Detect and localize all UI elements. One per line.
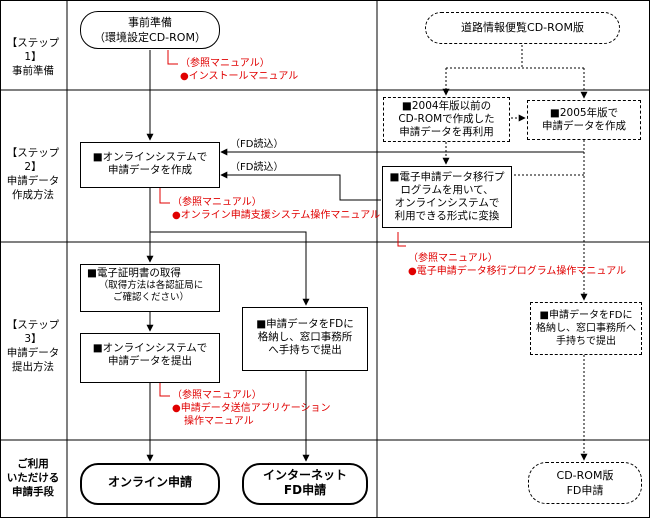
node-text: オンライン申請: [107, 475, 192, 489]
node-text: ログラムを用いて、: [400, 184, 494, 196]
node-text: へ手持ちで提出: [268, 344, 342, 356]
step2-label: 【ステップ2】 申請データ 作成方法: [2, 146, 64, 202]
node-text: ■申請データをFDに: [539, 310, 633, 321]
step-tag: 【ステップ1】: [6, 37, 60, 63]
convert-node: ■電子申請データ移行プ ログラムを用いて、 オンラインシステムで 利用できる形式…: [382, 166, 512, 228]
online-submit-node: ■オンラインシステムで 申請データを提出: [80, 333, 220, 383]
online-create-node: ■オンラインシステムで 申請データを作成: [80, 142, 220, 188]
node-subtext: （取得方法は各認証局に: [98, 280, 204, 291]
node-text: インターネット: [262, 468, 347, 482]
step-tag: 【ステップ2】: [6, 147, 60, 173]
node-text: ■オンラインシステムで: [92, 151, 208, 163]
node-subtext: ご確認ください）: [112, 292, 189, 303]
reference-install: （参照マニュアル） ●インストールマニュアル: [180, 57, 298, 83]
ref-connector-3: [397, 232, 406, 247]
node-text: FD申請: [566, 484, 604, 497]
old-data-node: ■2004年版以前の CD-ROMで作成した 申請データを再利用: [383, 97, 510, 142]
reference-item[interactable]: ●申請データ送信アプリケーション: [172, 403, 331, 414]
node-text: CD-ROM版: [556, 469, 614, 482]
reference-online-support: （参照マニュアル） ●オンライン申請支援システム操作マニュアル: [172, 196, 380, 222]
node-text: 申請データを作成: [108, 164, 192, 176]
reference-send-app: （参照マニュアル） ●申請データ送信アプリケーション 操作マニュアル: [172, 389, 331, 428]
fd-submit-right-node: ■申請データをFDに 格納し、窓口事務所へ 手持ちで提出: [530, 302, 642, 355]
new-data-node: ■2005年版で 申請データを作成: [527, 100, 641, 140]
node-text: CD-ROMで作成した: [398, 113, 495, 125]
fd-read-label: （FD読込）: [230, 139, 284, 150]
cert-node: ■電子証明書の取得 （取得方法は各認証局に ご確認ください）: [80, 264, 220, 312]
prep-node: 事前準備 （環境設定CD-ROM）: [80, 11, 220, 49]
step1-label: 【ステップ1】 事前準備: [2, 36, 64, 78]
node-text: 事前準備: [128, 16, 172, 29]
reference-heading: （参照マニュアル）: [172, 390, 262, 401]
reference-migration: （参照マニュアル） ●電子申請データ移行プログラム操作マニュアル: [408, 252, 626, 278]
node-text: 申請データを作成: [542, 120, 626, 132]
ref-connector-4: [159, 383, 170, 397]
node-text: 利用できる形式に変換: [394, 210, 500, 222]
node-text: 格納し、窓口事務所: [257, 331, 353, 343]
reference-item[interactable]: ●電子申請データ移行プログラム操作マニュアル: [408, 266, 627, 277]
reference-heading: （参照マニュアル）: [408, 253, 498, 264]
flow-branch-to-fd: [150, 231, 310, 306]
step-name: 提出方法: [12, 361, 54, 373]
step-name: 申請データ: [6, 175, 60, 187]
reference-heading: （参照マニュアル）: [172, 197, 262, 208]
reference-item[interactable]: ●オンライン申請支援システム操作マニュアル: [172, 210, 381, 221]
step-name: 申請データ: [6, 347, 60, 359]
node-text: FD申請: [283, 483, 327, 497]
node-text: ■2005年版で: [549, 107, 619, 119]
fd-submit-node: ■申請データをFDに 格納し、窓口事務所 へ手持ちで提出: [242, 307, 368, 371]
node-text: 道路情報便覧CD-ROM版: [461, 21, 584, 34]
online-application-node: オンライン申請: [80, 463, 220, 505]
node-text: 格納し、窓口事務所へ: [536, 323, 636, 334]
flow-fd-read-2: [220, 171, 381, 201]
cdrom-source-node: 道路情報便覧CD-ROM版: [425, 12, 620, 44]
step3-label: 【ステップ3】 申請データ 提出方法: [2, 318, 64, 374]
step-tag: 【ステップ3】: [6, 319, 60, 345]
internet-fd-application-node: インターネット FD申請: [242, 463, 368, 505]
means-name: ご利用: [17, 458, 49, 470]
ref-connector-1: [167, 50, 178, 65]
cdrom-fd-application-node: CD-ROM版 FD申請: [528, 462, 642, 504]
node-text: ■電子証明書の取得: [87, 267, 181, 279]
node-text: ■電子申請データ移行プ: [389, 171, 505, 183]
node-text: 申請データを提出: [108, 355, 192, 367]
reference-heading: （参照マニュアル）: [180, 58, 270, 69]
node-text: ■2004年版以前の: [401, 100, 492, 112]
ref-connector-2: [159, 188, 170, 204]
reference-item[interactable]: 操作マニュアル: [184, 416, 254, 427]
node-text: （環境設定CD-ROM）: [94, 31, 206, 44]
node-text: ■申請データをFDに: [256, 318, 354, 330]
node-text: 申請データを再利用: [399, 126, 494, 138]
means-name: いただける: [6, 472, 60, 484]
node-text: 手持ちで提出: [556, 336, 616, 347]
fd-read-label: （FD読込）: [230, 162, 284, 173]
reference-item[interactable]: ●インストールマニュアル: [180, 71, 299, 82]
means-label: ご利用 いただける 申請手段: [2, 457, 64, 499]
means-name: 申請手段: [12, 486, 54, 498]
step-name: 作成方法: [12, 189, 54, 201]
node-text: ■オンラインシステムで: [92, 342, 208, 354]
step-name: 事前準備: [12, 65, 54, 77]
node-text: オンラインシステムで: [394, 197, 500, 209]
